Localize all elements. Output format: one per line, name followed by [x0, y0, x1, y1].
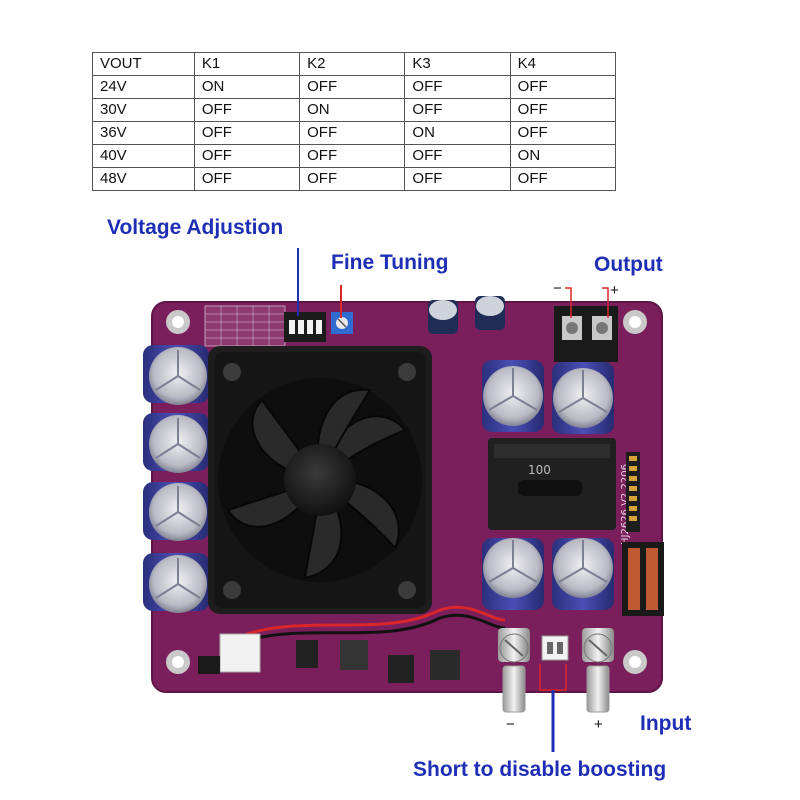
output-minus-mark: − — [553, 280, 562, 297]
cell-k1: OFF — [193, 98, 301, 122]
table-row: 24V ON OFF OFF OFF — [92, 75, 617, 99]
table-row: 30V OFF ON OFF OFF — [92, 98, 617, 122]
cell-k3: OFF — [404, 75, 511, 99]
small-components — [296, 640, 460, 683]
cell-k1: OFF — [193, 167, 301, 191]
model-text: HJ2626 V2.2206 — [620, 464, 631, 545]
input-label: Input — [640, 712, 692, 735]
input-plus-mark: + — [594, 716, 603, 733]
output-pointers — [565, 287, 609, 318]
mounting-hole — [623, 310, 647, 334]
cell-k3: OFF — [404, 98, 511, 122]
cell-k1: ON — [193, 75, 301, 99]
short-disable-boost-label: Short to disable boosting — [413, 758, 667, 781]
mounting-hole — [166, 310, 190, 334]
cooling-fan — [208, 346, 432, 614]
inductor: 100 — [488, 438, 616, 530]
table-row: 36V OFF OFF ON OFF — [92, 121, 617, 145]
cell-k4: OFF — [509, 167, 617, 191]
fan-cable — [229, 605, 506, 648]
header-k1: K1 — [193, 52, 301, 76]
capacitor-left — [143, 345, 209, 405]
cell-vout: 30V — [92, 98, 195, 122]
input-minus-mark: − — [506, 716, 515, 733]
table-row: 40V OFF OFF OFF ON — [92, 144, 617, 168]
input-terminal-negative — [498, 628, 530, 713]
output-label: Output — [594, 253, 663, 276]
cell-k1: OFF — [193, 121, 301, 145]
small-capacitor — [428, 300, 458, 334]
cell-k4: ON — [509, 144, 617, 168]
disable-boost-jumper — [541, 635, 569, 661]
cell-k4: OFF — [509, 121, 617, 145]
capacitor-right — [552, 362, 614, 434]
capacitor-right — [482, 538, 544, 610]
cell-k2: OFF — [299, 167, 406, 191]
switch-config-table: VOUT K1 K2 K3 K4 24V ON OFF OFF OFF 30V … — [92, 52, 617, 191]
capacitor-left — [143, 553, 209, 613]
input-terminal-positive — [582, 628, 614, 713]
cell-k4: OFF — [509, 75, 617, 99]
fan-connector — [198, 633, 261, 674]
cell-k2: ON — [299, 98, 406, 122]
pin-header — [626, 452, 640, 532]
fuse-holder — [622, 542, 664, 616]
cell-k2: OFF — [299, 75, 406, 99]
header-k3: K3 — [404, 52, 511, 76]
table-row: 48V OFF OFF OFF OFF — [92, 167, 617, 191]
capacitor-left — [143, 482, 209, 541]
jumper-pointer — [539, 664, 567, 752]
table-header-row: VOUT K1 K2 K3 K4 — [92, 52, 617, 76]
cell-vout: 40V — [92, 144, 195, 168]
cell-k3: OFF — [404, 167, 511, 191]
capacitor-left — [143, 413, 209, 473]
header-vout: VOUT — [92, 52, 195, 76]
capacitor-right — [482, 360, 544, 432]
voltage-adjustion-label: Voltage Adjustion — [107, 216, 284, 239]
small-capacitor — [475, 296, 505, 330]
fine-tuning-label: Fine Tuning — [331, 251, 449, 274]
capacitor-right — [552, 538, 614, 610]
trim-potentiometer — [331, 312, 353, 334]
inductor-value: 100 — [528, 463, 551, 477]
mounting-hole — [623, 650, 647, 674]
mounting-hole — [166, 650, 190, 674]
cell-vout: 48V — [92, 167, 195, 191]
output-plus-mark: + — [610, 282, 619, 299]
dip-switch — [284, 312, 326, 342]
cell-k4: OFF — [509, 98, 617, 122]
